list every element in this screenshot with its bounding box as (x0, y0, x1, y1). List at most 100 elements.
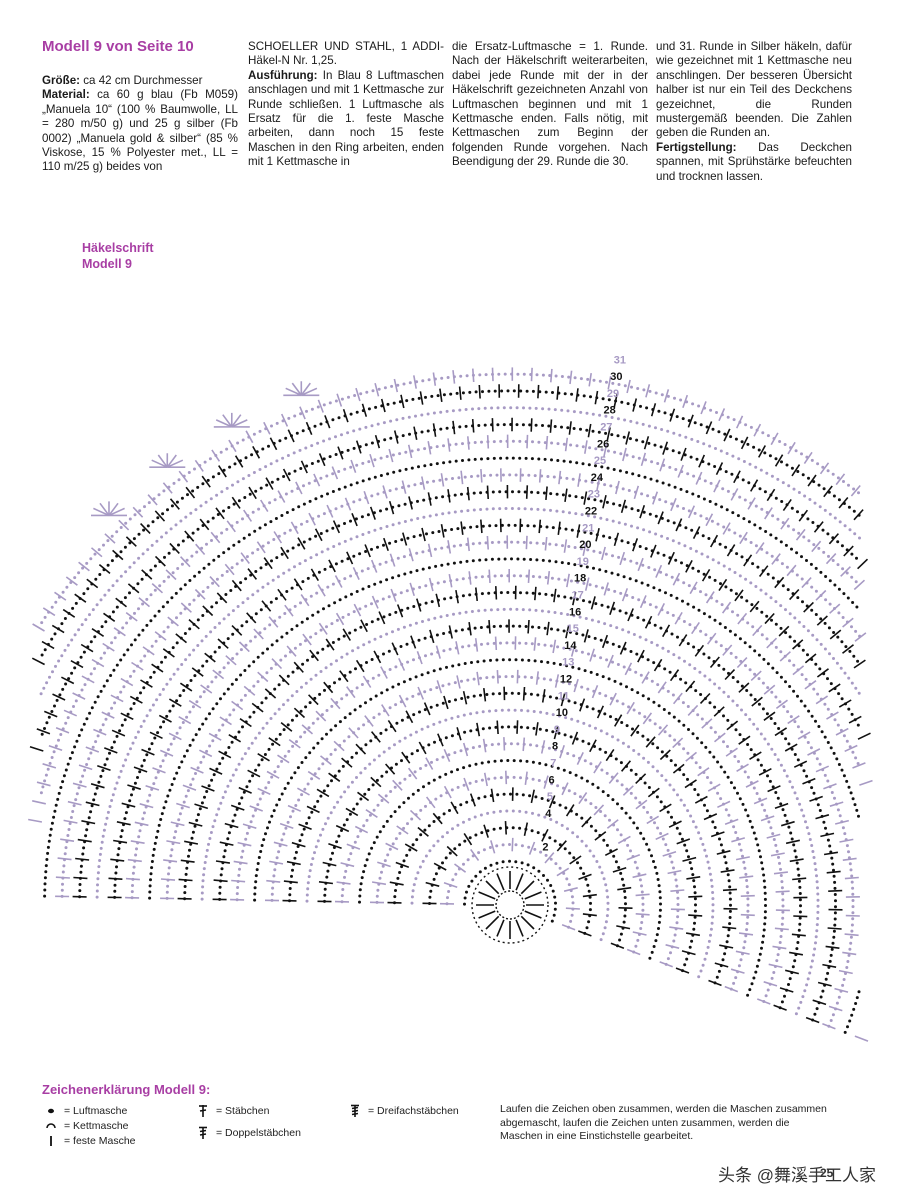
chain-mark (560, 425, 563, 429)
chain-mark (488, 524, 492, 528)
legend-dc-label: = Stäbchen (216, 1105, 270, 1117)
chain-mark (206, 685, 210, 689)
chain-mark (61, 590, 65, 594)
chain-mark (506, 591, 510, 594)
chain-mark (671, 613, 675, 617)
stitch-mark (619, 551, 626, 566)
chain-mark (253, 898, 257, 902)
stitch-mark (827, 927, 842, 930)
stitch-mark (857, 558, 869, 570)
chain-mark (633, 860, 637, 864)
chain-mark (348, 631, 352, 635)
chain-mark (377, 673, 381, 677)
chain-mark (118, 729, 122, 733)
stitch-mark (525, 535, 528, 550)
chain-mark (582, 721, 586, 725)
stitch-mark (659, 803, 672, 813)
chain-mark (583, 669, 587, 673)
stitch-mark (737, 612, 748, 625)
chain-mark (64, 846, 68, 850)
chain-mark (193, 674, 197, 678)
stitch-mark (587, 423, 592, 438)
chain-mark (81, 566, 85, 570)
stitch-mark (421, 527, 426, 542)
stitch-mark (391, 642, 399, 656)
stitch-mark (273, 841, 288, 847)
round-number: 14 (564, 640, 577, 652)
chain-mark (717, 430, 721, 434)
stitch-mark (739, 531, 748, 545)
chain-mark (696, 713, 700, 717)
chain-mark (544, 576, 548, 579)
chain-mark (462, 766, 466, 770)
stitch-mark (791, 464, 801, 477)
chain-mark (655, 479, 659, 483)
stitch-mark (678, 634, 688, 647)
chain-mark (722, 714, 725, 718)
chain-mark (150, 742, 154, 746)
chain-mark (554, 543, 558, 547)
chain-mark (702, 572, 706, 576)
chain-mark (810, 714, 814, 718)
chain-mark (525, 574, 529, 578)
chain-mark (507, 708, 511, 712)
chain-mark (742, 460, 746, 463)
chain-mark (140, 764, 144, 768)
chain-mark (310, 810, 314, 814)
chain-mark (570, 895, 574, 899)
chain-mark (187, 471, 191, 474)
chain-mark (721, 487, 725, 491)
chain-mark (438, 775, 442, 779)
chain-mark (622, 920, 626, 924)
chain-mark (408, 774, 412, 777)
chain-mark (241, 517, 244, 521)
chain-mark (806, 517, 810, 521)
chain-mark (755, 792, 759, 795)
chain-mark (477, 796, 481, 800)
stitch-mark (770, 852, 785, 857)
stitch-mark (779, 987, 794, 993)
stitch-mark (483, 824, 489, 838)
stitch-mark (745, 780, 759, 788)
chain-mark (290, 586, 294, 590)
stitch-mark (282, 468, 291, 482)
chain-mark (257, 731, 261, 735)
chain-mark (251, 510, 255, 514)
chain-mark (310, 462, 314, 465)
chain-mark (678, 832, 682, 836)
chain-mark (487, 591, 491, 595)
chain-mark (848, 1019, 852, 1023)
chain-mark (311, 857, 315, 861)
chain-mark (254, 489, 258, 493)
execution-text: In Blau 8 Luftmaschen anschlagen und mit… (248, 68, 444, 169)
chain-mark (313, 696, 317, 700)
chain-mark (112, 740, 116, 744)
center-stitch (496, 873, 505, 891)
chain-mark (557, 714, 561, 718)
stitch-mark (632, 873, 647, 879)
stitch-mark (328, 772, 341, 782)
chain-mark (625, 453, 629, 457)
chain-mark (814, 613, 818, 616)
stitch-mark (440, 473, 445, 487)
chain-mark (558, 843, 562, 847)
stitch-mark (630, 724, 640, 737)
stitch-mark (63, 709, 78, 717)
chain-mark (417, 465, 420, 469)
chain-mark (298, 562, 302, 566)
chain-mark (142, 758, 146, 762)
chain-mark (516, 742, 520, 746)
stitch-mark (662, 850, 677, 857)
chain-mark (235, 562, 239, 566)
stitch-mark (300, 594, 310, 607)
chain-mark (384, 728, 388, 732)
chain-mark (70, 638, 74, 642)
stitch-mark (208, 732, 222, 741)
chain-mark (316, 405, 320, 409)
chain-mark (561, 680, 565, 684)
chain-mark (657, 704, 661, 708)
chain-mark (744, 577, 748, 581)
chain-mark (662, 553, 666, 557)
stitch-mark (439, 388, 443, 403)
chain-mark (261, 447, 265, 451)
